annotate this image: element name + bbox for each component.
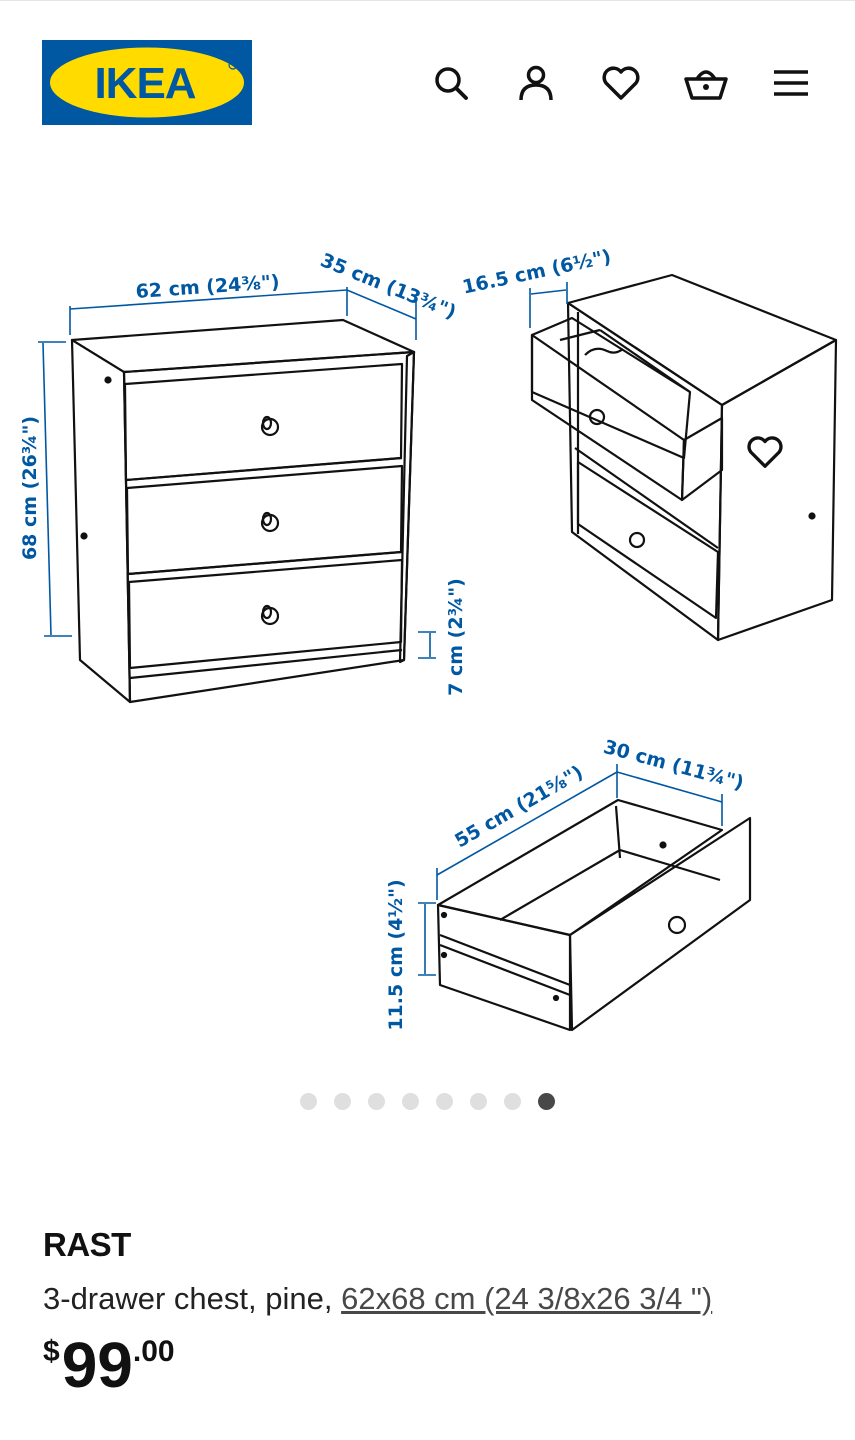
dim-width: 62 cm (24⅜") — [135, 271, 280, 303]
favourites-icon[interactable] — [597, 59, 645, 107]
header-actions — [427, 59, 815, 107]
price-decimal: .00 — [132, 1335, 175, 1368]
price-currency: $ — [43, 1335, 60, 1368]
site-header: IKEA — [0, 0, 855, 160]
dimension-drawing: 62 cm (24⅜") 35 cm (13¾") 68 cm (26¾") 7… — [19, 246, 838, 1032]
product-type: 3-drawer chest, pine, — [43, 1281, 342, 1316]
dim-height: 68 cm (26¾") — [19, 416, 41, 560]
product-name: RAST — [43, 1226, 131, 1263]
image-carousel-dots — [0, 1093, 855, 1113]
carousel-dot[interactable] — [334, 1093, 351, 1110]
dim-drawer-open: 16.5 cm (6½") — [460, 246, 613, 299]
dim-drawer-width: 55 cm (21⅝") — [451, 761, 587, 852]
ikea-logo[interactable]: IKEA — [42, 40, 252, 125]
carousel-dot[interactable] — [436, 1093, 453, 1110]
dim-depth: 35 cm (13¾") — [317, 249, 459, 323]
cart-icon[interactable] — [682, 59, 730, 107]
account-icon[interactable] — [512, 59, 560, 107]
heart-icon — [747, 436, 783, 468]
product-summary: RAST 3-drawer chest, pine, 62x68 cm (24 … — [43, 1225, 833, 1397]
search-icon[interactable] — [427, 59, 475, 107]
price-integer: 99 — [61, 1329, 133, 1401]
product-image-gallery[interactable]: 62 cm (24⅜") 35 cm (13¾") 68 cm (26¾") 7… — [0, 160, 855, 1060]
dim-drawer-height: 11.5 cm (4½") — [385, 879, 407, 1030]
logo-text: IKEA — [94, 59, 195, 108]
carousel-dot[interactable] — [300, 1093, 317, 1110]
carousel-dot[interactable] — [368, 1093, 385, 1110]
menu-icon[interactable] — [767, 59, 815, 107]
carousel-dot[interactable] — [470, 1093, 487, 1110]
size-link[interactable]: 62x68 cm (24 3/8x26 3/4 ") — [341, 1281, 713, 1316]
dim-leg-height: 7 cm (2¾") — [445, 578, 467, 696]
carousel-dot[interactable] — [538, 1093, 555, 1110]
dim-drawer-depth: 30 cm (11¾") — [601, 736, 746, 795]
carousel-dot[interactable] — [402, 1093, 419, 1110]
save-to-favourites-button[interactable] — [745, 433, 795, 483]
product-description: 3-drawer chest, pine, 62x68 cm (24 3/8x2… — [43, 1279, 833, 1319]
carousel-dot[interactable] — [504, 1093, 521, 1110]
product-price: $ 99 .00 — [43, 1333, 833, 1397]
